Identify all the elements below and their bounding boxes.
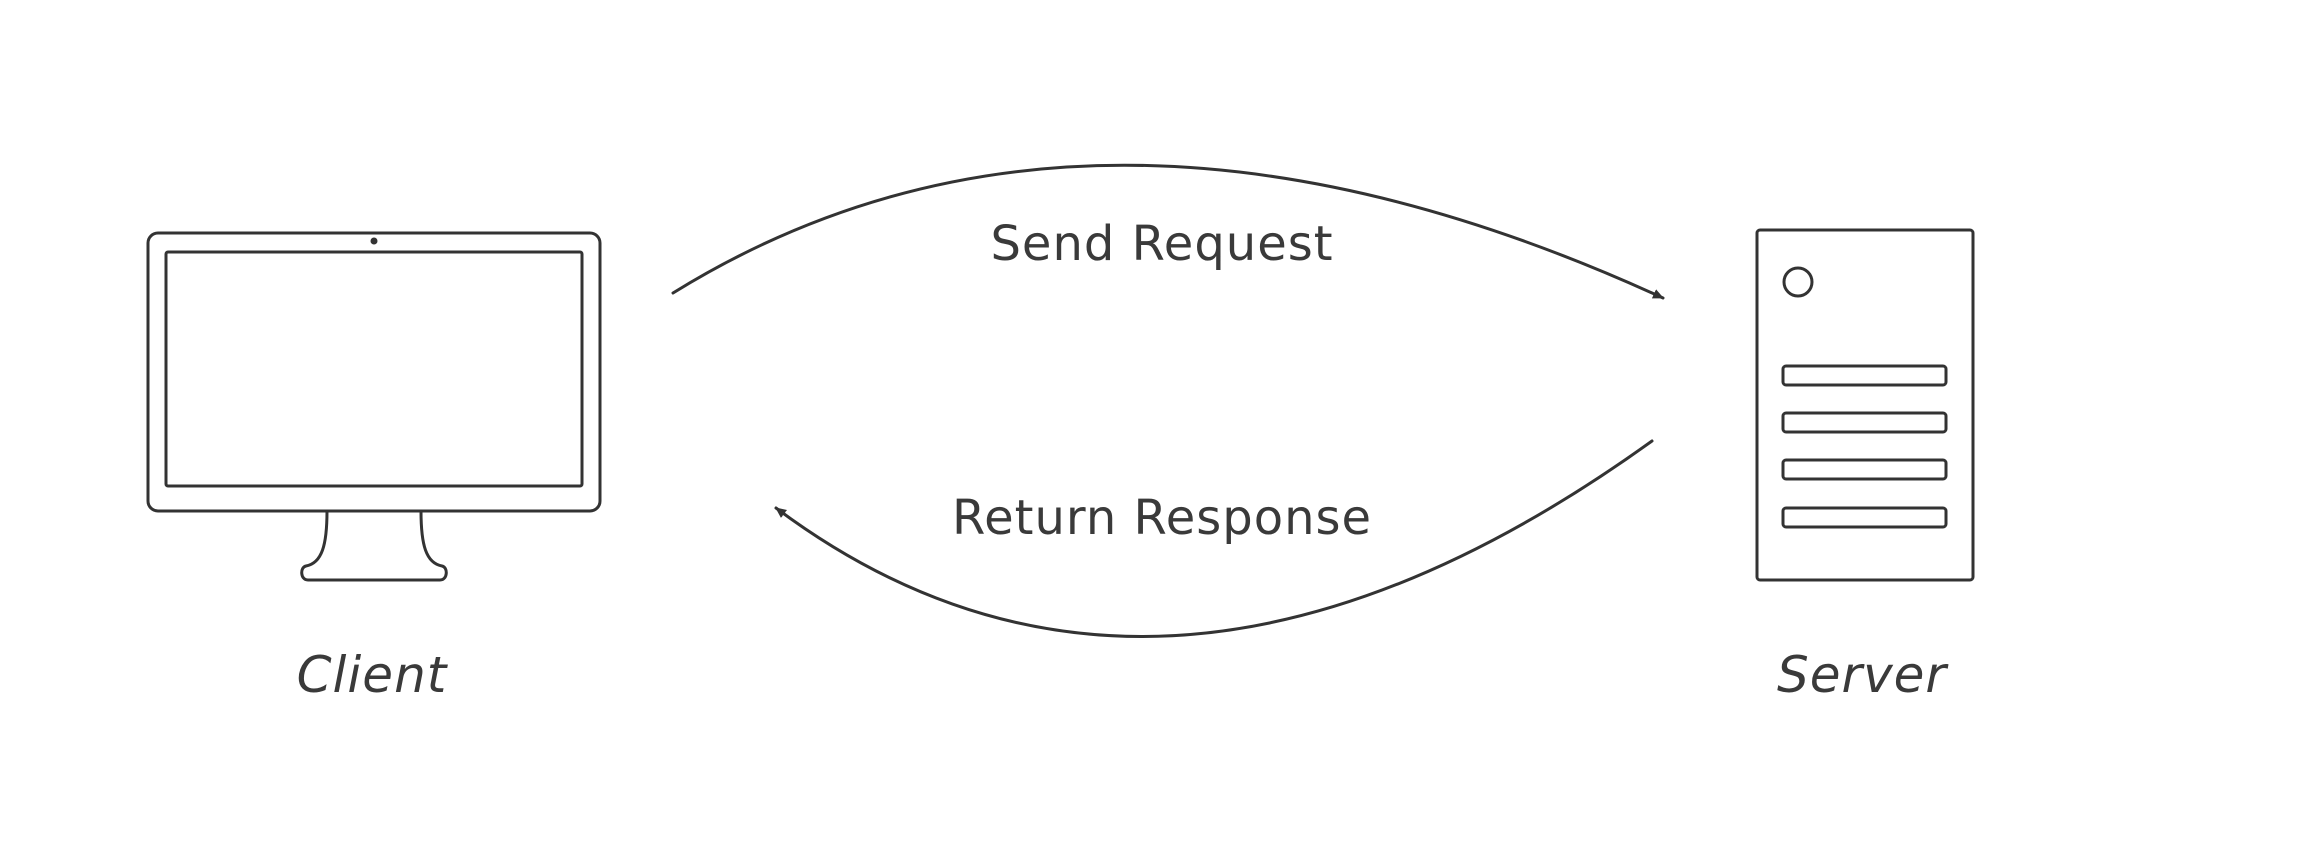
server-power-button xyxy=(1782,266,1814,298)
response-label: Return Response xyxy=(952,490,1372,546)
server-drive-bay xyxy=(1781,506,1948,529)
monitor-icon xyxy=(146,231,602,582)
server-tower-icon xyxy=(1755,228,1975,582)
response-arrow xyxy=(774,439,1654,638)
client-caption: Client xyxy=(297,646,449,704)
monitor-stand xyxy=(300,509,448,582)
server-drive-bay xyxy=(1781,411,1948,434)
request-arrow xyxy=(671,163,1665,300)
monitor-camera xyxy=(370,237,378,245)
server-case xyxy=(1755,228,1975,582)
server-drive-bay xyxy=(1781,364,1948,387)
request-label: Send Request xyxy=(990,216,1333,272)
monitor-screen xyxy=(164,250,584,488)
server-caption: Server xyxy=(1777,646,1949,704)
server-drive-bay xyxy=(1781,458,1948,481)
monitor-bezel xyxy=(146,231,602,513)
